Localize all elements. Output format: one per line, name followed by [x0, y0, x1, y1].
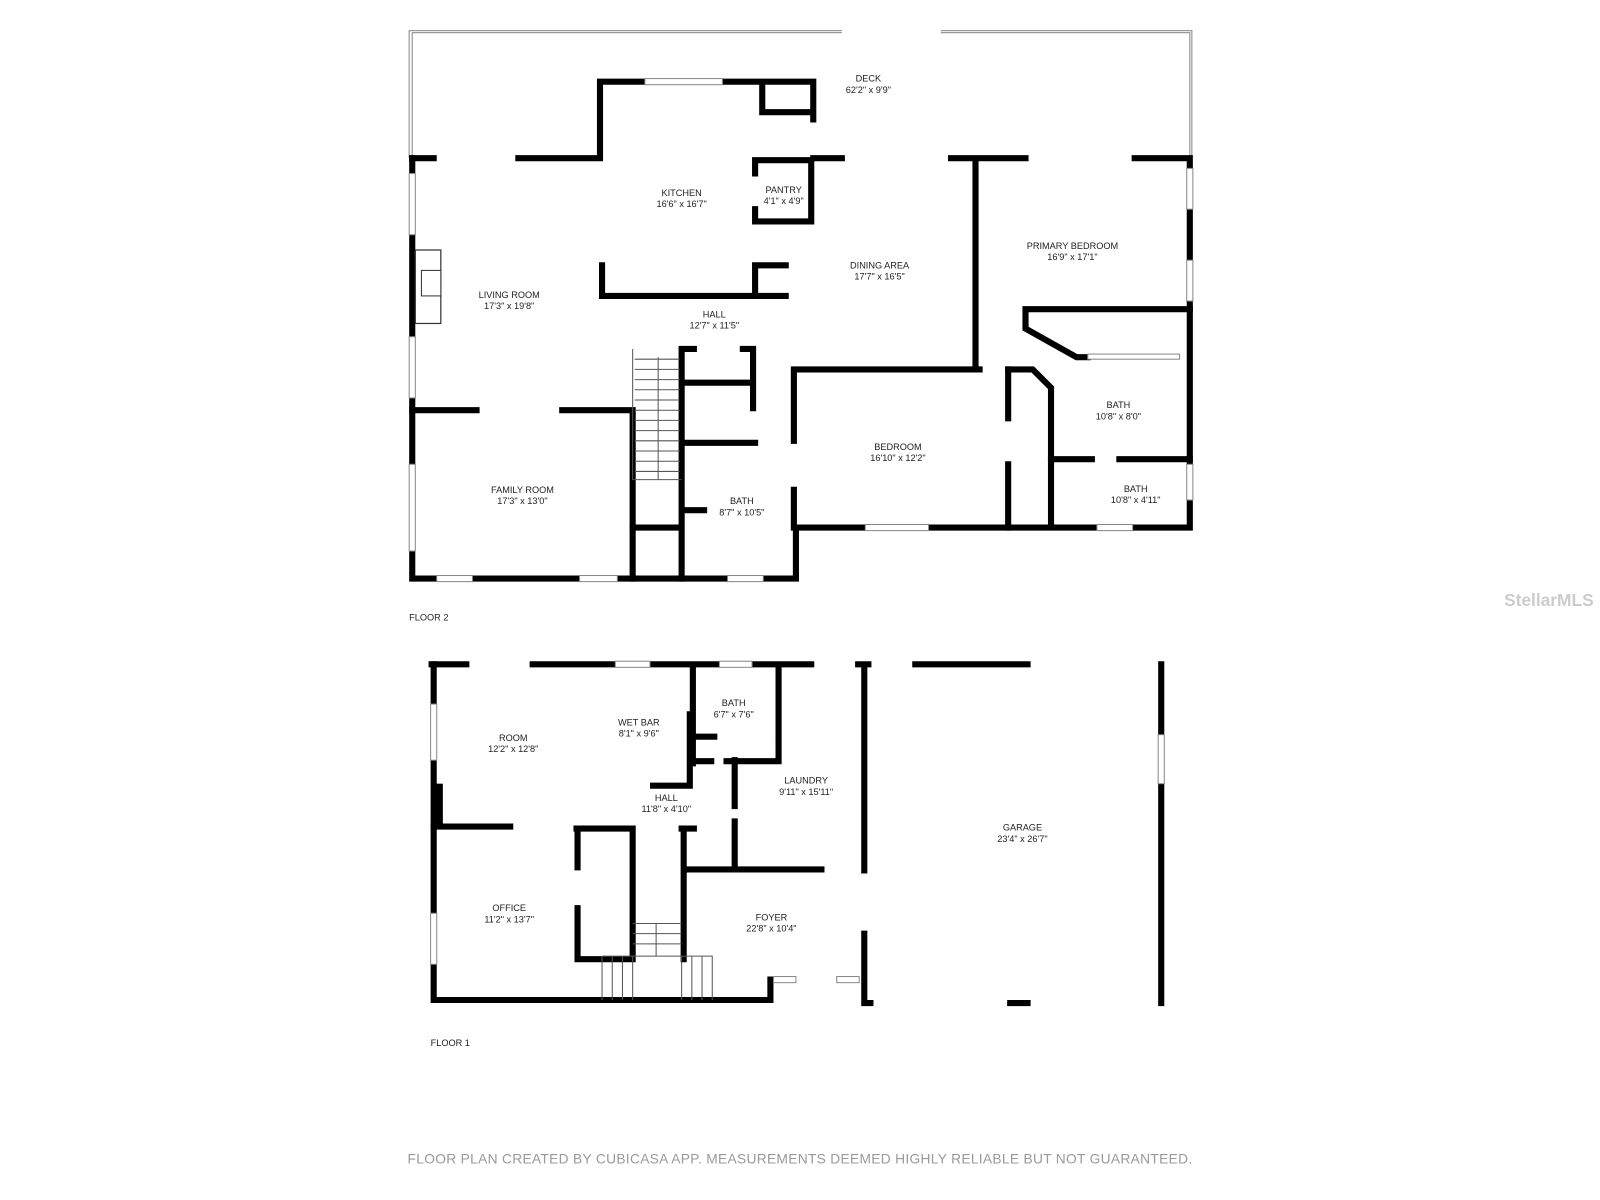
- room-size: 8'7" x 10'5": [719, 507, 764, 517]
- floor-2-room-labels: DECK 62'2" x 9'9" KITCHEN 16'6" x 16'7" …: [479, 74, 1161, 518]
- room-size: 17'3" x 13'0": [497, 496, 547, 506]
- floor-1-label: FLOOR 1: [431, 1038, 470, 1048]
- room-name: BATH: [1106, 400, 1130, 410]
- room-size: 10'8" x 4'11": [1111, 495, 1161, 505]
- floor-2-label: FLOOR 2: [409, 612, 448, 622]
- room-name: HALL: [703, 309, 726, 319]
- watermark: StellarMLS: [1504, 590, 1594, 610]
- room-size: 22'8" x 10'4": [746, 924, 796, 934]
- room-name: BATH: [1124, 484, 1148, 494]
- room-size: 17'7" x 16'5": [854, 272, 904, 282]
- room-size: 16'10" x 12'2": [870, 453, 925, 463]
- room-name: KITCHEN: [661, 188, 701, 198]
- room-name: LAUNDRY: [784, 776, 828, 786]
- room-name: DECK: [856, 74, 882, 84]
- room-name: DINING AREA: [850, 260, 910, 270]
- room-size: 11'2" x 13'7": [484, 914, 534, 924]
- room-name: LIVING ROOM: [479, 290, 540, 300]
- room-size: 9'11" x 15'11": [779, 787, 833, 797]
- room-name: WET BAR: [618, 718, 660, 728]
- room-size: 12'2" x 12'8": [488, 744, 538, 754]
- room-size: 16'6" x 16'7": [656, 199, 706, 209]
- windows: [408, 78, 1194, 583]
- room-size: 6'7" x 7'6": [714, 709, 754, 719]
- room-name: BATH: [730, 496, 754, 506]
- room-size: 12'7" x 11'5": [689, 321, 739, 331]
- footer-disclaimer: FLOOR PLAN CREATED BY CUBICASA APP. MEAS…: [408, 1151, 1193, 1166]
- floor-1-room-labels: ROOM 12'2" x 12'8" WET BAR 8'1" x 9'6" B…: [484, 698, 1047, 934]
- room-size: 16'9" x 17'1": [1047, 252, 1097, 262]
- room-size: 62'2" x 9'9": [846, 85, 891, 95]
- room-name: BEDROOM: [874, 442, 921, 452]
- room-name: BATH: [722, 698, 746, 708]
- floor-2-walls: [408, 78, 1194, 583]
- stairs-icon: [634, 357, 680, 480]
- room-name: FAMILY ROOM: [491, 485, 554, 495]
- room-size: 10'8" x 8'0": [1096, 411, 1141, 421]
- floor-2-plan: DECK 62'2" x 9'9" KITCHEN 16'6" x 16'7" …: [408, 30, 1194, 622]
- room-size: 11'8" x 4'10": [642, 804, 692, 814]
- room-name: FOYER: [756, 912, 788, 922]
- room-size: 17'3" x 19'8": [484, 301, 534, 311]
- room-name: PRIMARY BEDROOM: [1027, 241, 1118, 251]
- fireplace-icon: [414, 249, 442, 325]
- room-name: HALL: [655, 793, 678, 803]
- room-name: GARAGE: [1003, 823, 1042, 833]
- room-name: ROOM: [499, 733, 528, 743]
- room-size: 23'4" x 26'7": [997, 834, 1047, 844]
- room-name: OFFICE: [492, 903, 526, 913]
- room-size: 4'1" x 4'9": [764, 196, 804, 206]
- room-size: 8'1" x 9'6": [619, 729, 659, 739]
- floor-1-walls: [428, 660, 1165, 1007]
- floor-1-plan: ROOM 12'2" x 12'8" WET BAR 8'1" x 9'6" B…: [428, 660, 1165, 1048]
- room-name: PANTRY: [765, 185, 801, 195]
- deck-railing: [408, 30, 1193, 159]
- windows: [430, 660, 1165, 984]
- stairs-icon: [601, 922, 713, 1000]
